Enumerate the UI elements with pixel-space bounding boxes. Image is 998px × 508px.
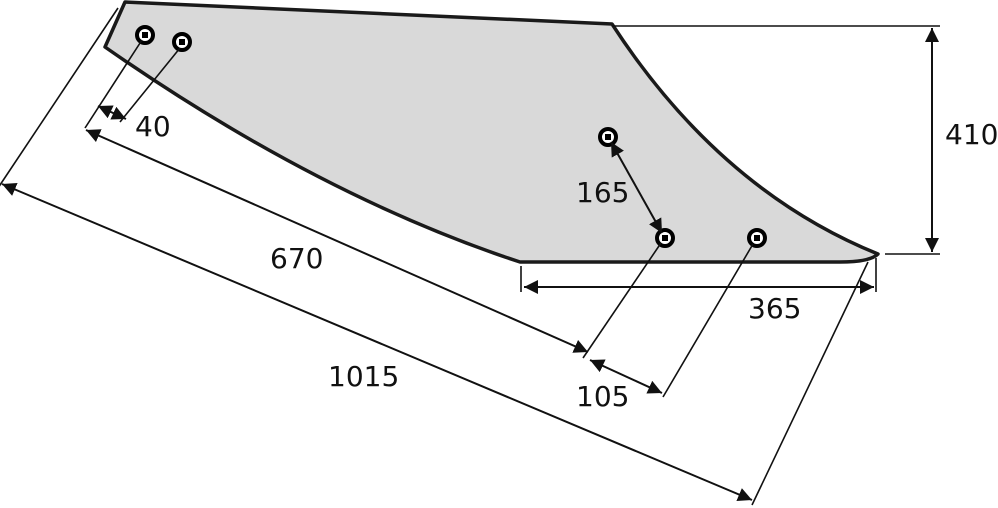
dim-label-165: 165 — [576, 176, 629, 209]
dim-label-105: 105 — [576, 380, 629, 413]
dim-label-365: 365 — [748, 292, 801, 325]
dim-label-1015: 1015 — [328, 360, 399, 393]
dim-label-40: 40 — [135, 110, 171, 143]
dim-line-165 — [610, 141, 663, 234]
dim-label-670: 670 — [270, 242, 323, 275]
mounting-hole-1 — [135, 25, 155, 45]
dim-label-410: 410 — [945, 118, 998, 151]
dim-line-40 — [97, 105, 127, 120]
mounting-hole-3 — [598, 127, 618, 147]
mounting-hole-2 — [172, 32, 192, 52]
mounting-hole-4 — [655, 228, 675, 248]
dim-line-105 — [589, 359, 663, 394]
dim-line-670 — [85, 129, 589, 353]
dimension-lines — [1, 28, 939, 502]
mounting-hole-5 — [747, 228, 767, 248]
plate-outline — [103, 0, 880, 264]
